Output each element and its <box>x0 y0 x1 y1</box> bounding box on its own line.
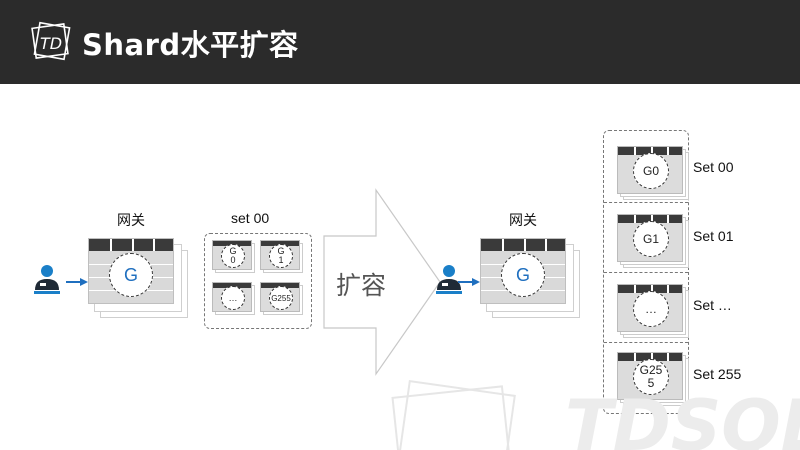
tdsql-watermark: TDSQL <box>391 380 800 450</box>
set-shard-block: G1 <box>617 214 689 268</box>
shard-circle: G25 5 <box>633 359 669 395</box>
set-label: Set 255 <box>693 366 742 382</box>
logo-text: TD <box>40 34 62 53</box>
sets-container <box>603 130 689 414</box>
td-logo-icon: TD <box>31 21 71 61</box>
expand-arrow <box>323 188 441 376</box>
set-shard-block: G25 5 <box>617 352 689 406</box>
shard-circle: … <box>633 291 669 327</box>
shard-circle: G 1 <box>269 244 293 268</box>
gateway-circle: G <box>501 253 545 297</box>
shard-circle: G1 <box>633 221 669 257</box>
user-icon <box>34 265 60 294</box>
set-label: Set … <box>693 297 732 313</box>
set-shard-block: … <box>617 284 689 338</box>
arrow-right-icon <box>458 278 480 286</box>
gateway-circle: G <box>109 253 153 297</box>
page-title: Shard水平扩容 <box>82 28 299 62</box>
gateway-block: G <box>480 238 580 318</box>
set-shard-block: G0 <box>617 146 689 200</box>
shard-block: G255 <box>260 282 304 316</box>
shard-circle: … <box>221 286 245 310</box>
shard-block: … <box>212 282 256 316</box>
shard-circle: G255 <box>269 286 293 310</box>
gateway-label: 网关 <box>117 212 145 228</box>
watermark-text: TDSQL <box>565 385 800 450</box>
expand-label: 扩容 <box>336 272 387 300</box>
set-label: Set 01 <box>693 228 734 244</box>
gateway-block: G <box>88 238 188 318</box>
gateway-label: 网关 <box>509 212 537 228</box>
shard-circle: G0 <box>633 153 669 189</box>
shard-block: G 1 <box>260 240 304 274</box>
user-icon <box>436 265 462 294</box>
arrow-right-icon <box>66 278 88 286</box>
shard-block: G 0 <box>212 240 256 274</box>
shard-circle: G 0 <box>221 244 245 268</box>
set-label: Set 00 <box>693 159 734 175</box>
header-bar: TD Shard水平扩容 <box>0 0 800 84</box>
set-label: set 00 <box>231 210 270 226</box>
set-00-container: G 0 G 1 … G255 <box>204 233 312 329</box>
